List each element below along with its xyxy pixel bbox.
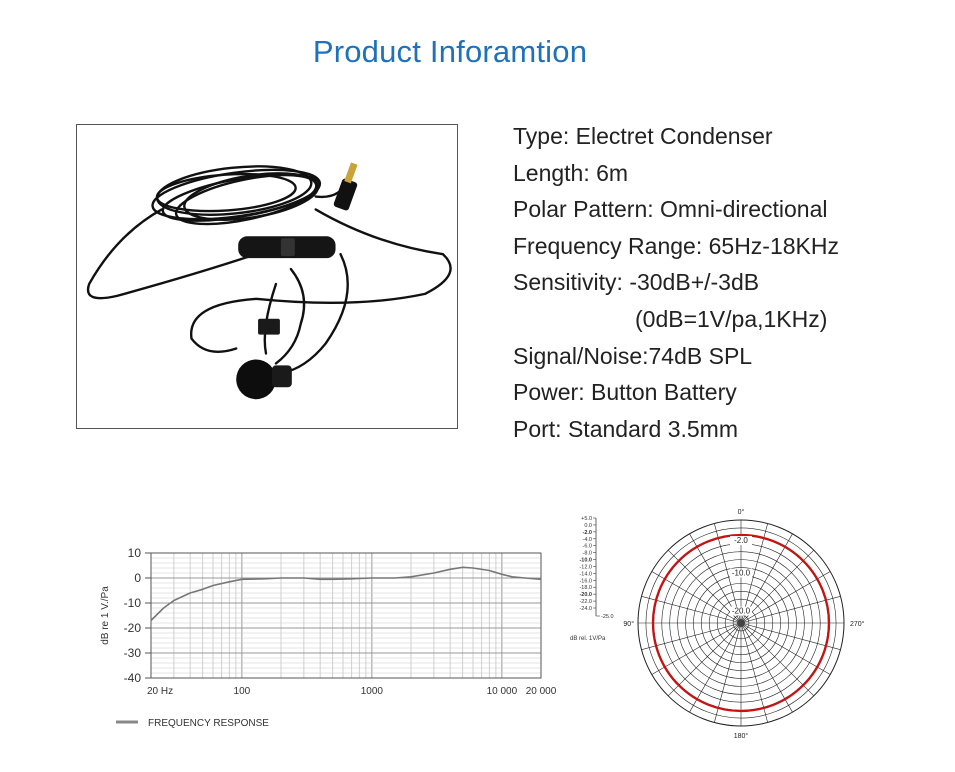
polar-spoke	[740, 622, 768, 723]
scale-label: -24.0	[579, 606, 592, 612]
polar-spoke	[740, 622, 815, 697]
scale-label: -12.0	[579, 564, 592, 570]
angle-label-bottom: 180°	[734, 732, 749, 740]
scale-label: -16.0	[579, 578, 592, 584]
spec-frequency-range: Frequency Range: 65Hz-18KHz	[513, 232, 839, 259]
ring-label-bg	[730, 568, 752, 578]
polar-spoke	[740, 622, 831, 675]
x-tick-label: 100	[234, 686, 251, 697]
page-title: Product Inforamtion	[312, 34, 588, 69]
polar-spoke	[740, 596, 841, 624]
polar-spoke	[667, 549, 742, 624]
ring-label: -10.0	[732, 569, 751, 578]
scale-label: -22.0	[579, 599, 592, 605]
polar-spoke	[740, 571, 831, 624]
frequency-response-line	[150, 566, 542, 622]
ring-label: -2.0	[734, 536, 748, 545]
angle-label-top: 0°	[738, 508, 745, 516]
x-tick-label: 10 000	[487, 686, 518, 697]
frequency-grid	[150, 552, 542, 679]
y-tick-label: -10	[124, 596, 142, 610]
lavalier-microphone-image	[86, 162, 452, 400]
polar-spoke	[740, 549, 815, 624]
spec-signal-noise: Signal/Noise:74dB SPL	[513, 342, 753, 369]
scale-label: -25.0	[601, 614, 614, 620]
y-tick-label: 10	[128, 546, 142, 560]
scale-label: -6.0	[583, 544, 592, 550]
ring-label-bg	[730, 536, 752, 546]
angle-label-left: 90°	[623, 620, 634, 628]
scale-label: -18.0	[579, 585, 592, 591]
x-tick-label: 1000	[361, 686, 384, 697]
scale-label: -4.0	[583, 537, 592, 543]
spec-sensitivity: Sensitivity: -30dB+/-3dB	[513, 269, 760, 296]
legend-label: FREQUENCY RESPONSE	[148, 718, 269, 729]
x-tick-label: 20 000	[526, 686, 557, 697]
scale-label: -14.0	[579, 571, 592, 577]
ring-label: -20.0	[732, 607, 751, 616]
spec-port: Port: Standard 3.5mm	[513, 415, 738, 442]
polar-pattern-curve	[651, 533, 831, 713]
product-photo	[76, 124, 458, 429]
polar-pattern-svg: +5.00.0-2.0-4.0-6.0-8.0-10.0-12.0-14.0-1…	[570, 508, 865, 740]
spec-sensitivity-reference: (0dB=1V/pa,1KHz)	[635, 305, 828, 332]
polar-spoke	[641, 596, 742, 624]
polar-spoke	[714, 523, 742, 624]
y-tick-label: 0	[134, 571, 141, 585]
spec-length: Length: 6m	[513, 159, 629, 186]
polar-spoke	[740, 622, 793, 713]
polar-spoke	[651, 622, 742, 675]
scale-label: -20.0	[579, 592, 592, 598]
scale-unit-label: dB rel. 1V/Pa	[570, 636, 606, 642]
scale-label: -8.0	[583, 551, 592, 557]
spec-power: Power: Button Battery	[513, 379, 737, 406]
scale-label: -10.0	[579, 558, 592, 564]
polar-spoke	[667, 622, 742, 697]
polar-spoke	[740, 622, 841, 650]
polar-spoke	[651, 571, 742, 624]
plot-frame	[150, 552, 542, 679]
y-tick-label: -30	[124, 646, 142, 660]
y-tick-label: -40	[124, 671, 142, 685]
x-tick-label: 20 Hz	[147, 686, 173, 697]
scale-label: 0.0	[584, 523, 592, 529]
scale-label: +5.0	[581, 516, 592, 522]
polar-center	[737, 619, 745, 627]
y-tick-label: -20	[124, 621, 142, 635]
polar-spoke	[714, 622, 742, 723]
polar-spoke	[740, 523, 768, 624]
spec-list: Type: Electret Condenser Length: 6m Pola…	[513, 118, 943, 447]
polar-spoke	[689, 622, 742, 713]
scale-label: -2.0	[583, 530, 592, 536]
spec-polar-pattern: Polar Pattern: Omni-directional	[513, 196, 828, 223]
y-axis-label: dB re 1 V./Pa	[100, 586, 111, 645]
polar-spoke	[641, 622, 742, 650]
angle-label-right: 270°	[850, 620, 865, 628]
spec-type: Type: Electret Condenser	[513, 123, 773, 149]
ring-label-bg	[730, 606, 752, 616]
